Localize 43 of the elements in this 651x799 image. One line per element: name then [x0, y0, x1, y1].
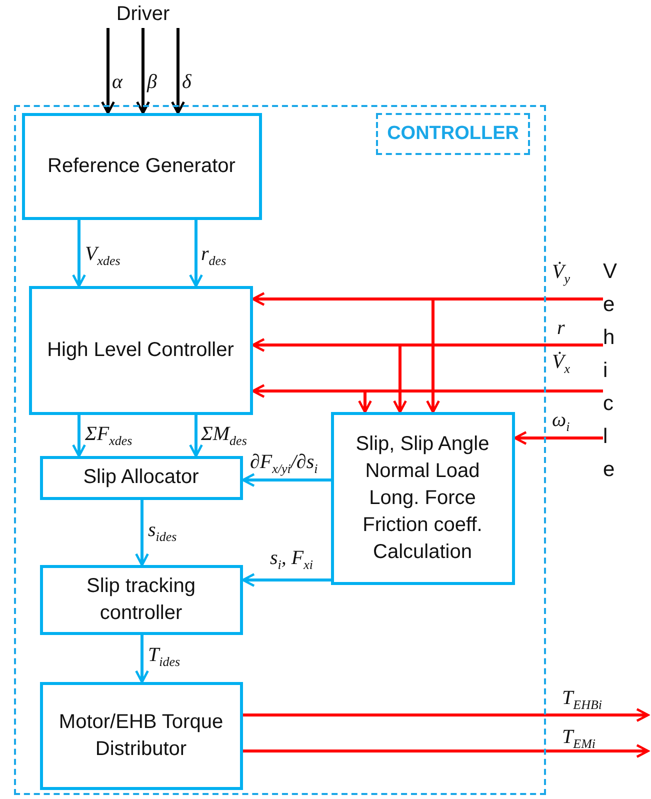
process-box: Slip tracking controller	[40, 564, 242, 634]
edge-label: ∂F$_{x/yi}$/∂s$_{i}$	[250, 452, 318, 475]
edge-label: T$_{EHBi}$	[562, 688, 602, 711]
edge-label: ω$_{i}$	[552, 410, 570, 433]
process-box: Slip, Slip Angle Normal Load Long. Force Friction coeff. Calculation	[330, 412, 514, 584]
arrow	[101, 28, 115, 114]
edge-label: V̇$_{y}$	[552, 262, 570, 285]
process-box: Reference Generator	[22, 112, 262, 220]
edge-label: T$_{EMi}$	[562, 727, 596, 750]
edge-label: V$_{xdes}$	[85, 244, 120, 267]
arrow	[189, 415, 203, 458]
driver-label: Driver	[108, 0, 178, 28]
arrow	[135, 635, 149, 684]
edge-label: s$_{i}$, F$_{xi}$	[270, 548, 314, 571]
arrow	[135, 500, 149, 566]
process-box: High Level Controller	[28, 286, 252, 414]
arrow	[189, 220, 203, 288]
arrow	[243, 708, 650, 722]
arrow	[514, 431, 603, 445]
arrow	[243, 744, 650, 758]
arrow	[171, 28, 185, 114]
controller-title: CONTROLLER	[376, 113, 530, 155]
edge-label: δ	[182, 72, 192, 92]
process-box: Slip Allocator	[40, 456, 242, 500]
process-box: Motor/EHB Torque Distributor	[40, 682, 242, 790]
edge-label: α	[112, 72, 122, 92]
arrow	[242, 573, 331, 587]
edge-label: T$_{ides}$	[148, 645, 180, 668]
arrow	[136, 28, 150, 114]
edge-label: r	[557, 318, 565, 338]
arrow	[426, 298, 603, 414]
edge-label: ΣF$_{xdes}$	[85, 424, 132, 447]
arrow	[72, 220, 86, 288]
arrow	[242, 473, 331, 487]
edge-label: β	[147, 72, 157, 92]
edge-label: V̇$_{x}$	[552, 352, 570, 375]
edge-label: r$_{des}$	[201, 244, 226, 267]
edge-label: s$_{ides}$	[148, 520, 177, 543]
controller-boundary	[14, 105, 546, 795]
vehicle-label: Vehicle	[603, 254, 615, 486]
edge-label: ΣM$_{des}$	[201, 424, 247, 447]
arrow	[393, 344, 603, 414]
arrow	[72, 415, 86, 458]
